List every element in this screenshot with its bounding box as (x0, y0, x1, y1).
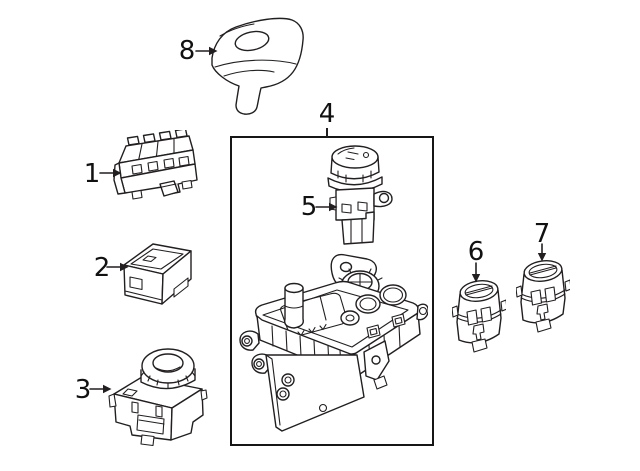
rotary-knob (140, 348, 196, 390)
bracket-hole (378, 192, 390, 204)
slotted-cap (523, 260, 563, 282)
callout-7[interactable]: 7 (533, 219, 551, 249)
part-3-rotary-module-drawing (108, 348, 208, 447)
part-5-switch-drawing (327, 145, 393, 245)
cylinder-cap (330, 145, 380, 183)
arrow-down-icon (537, 243, 547, 262)
slotted-cap (459, 280, 499, 302)
callout-5[interactable]: 5 (300, 192, 318, 222)
callout-8[interactable]: 8 (178, 36, 196, 66)
part-2-switch-drawing (123, 243, 192, 305)
arrow-down-icon (471, 262, 481, 283)
callout-1[interactable]: 1 (83, 159, 101, 189)
part-8-shift-knob-drawing (211, 17, 304, 115)
callout-2[interactable]: 2 (93, 253, 111, 283)
arrow-right-icon (315, 202, 338, 212)
callout-4[interactable]: 4 (318, 99, 336, 129)
callout-4-leader-line (326, 128, 328, 137)
callout-6[interactable]: 6 (467, 237, 485, 267)
round-button (340, 310, 360, 326)
part-4-shifter-assembly-drawing (239, 253, 428, 432)
arrow-right-icon (99, 168, 122, 178)
assembly-group-box (230, 136, 434, 446)
callout-3[interactable]: 3 (74, 375, 92, 405)
knob-top-oval (234, 30, 270, 52)
arrow-right-icon (89, 384, 112, 394)
part-1-switch-block-drawing (113, 130, 198, 200)
part-6-cylinder-switch-drawing (452, 280, 506, 353)
part-7-cylinder-switch-drawing (516, 260, 570, 333)
arrow-right-icon (106, 262, 129, 272)
arrow-right-icon (195, 46, 218, 56)
shift-lever-shaft (284, 282, 304, 329)
